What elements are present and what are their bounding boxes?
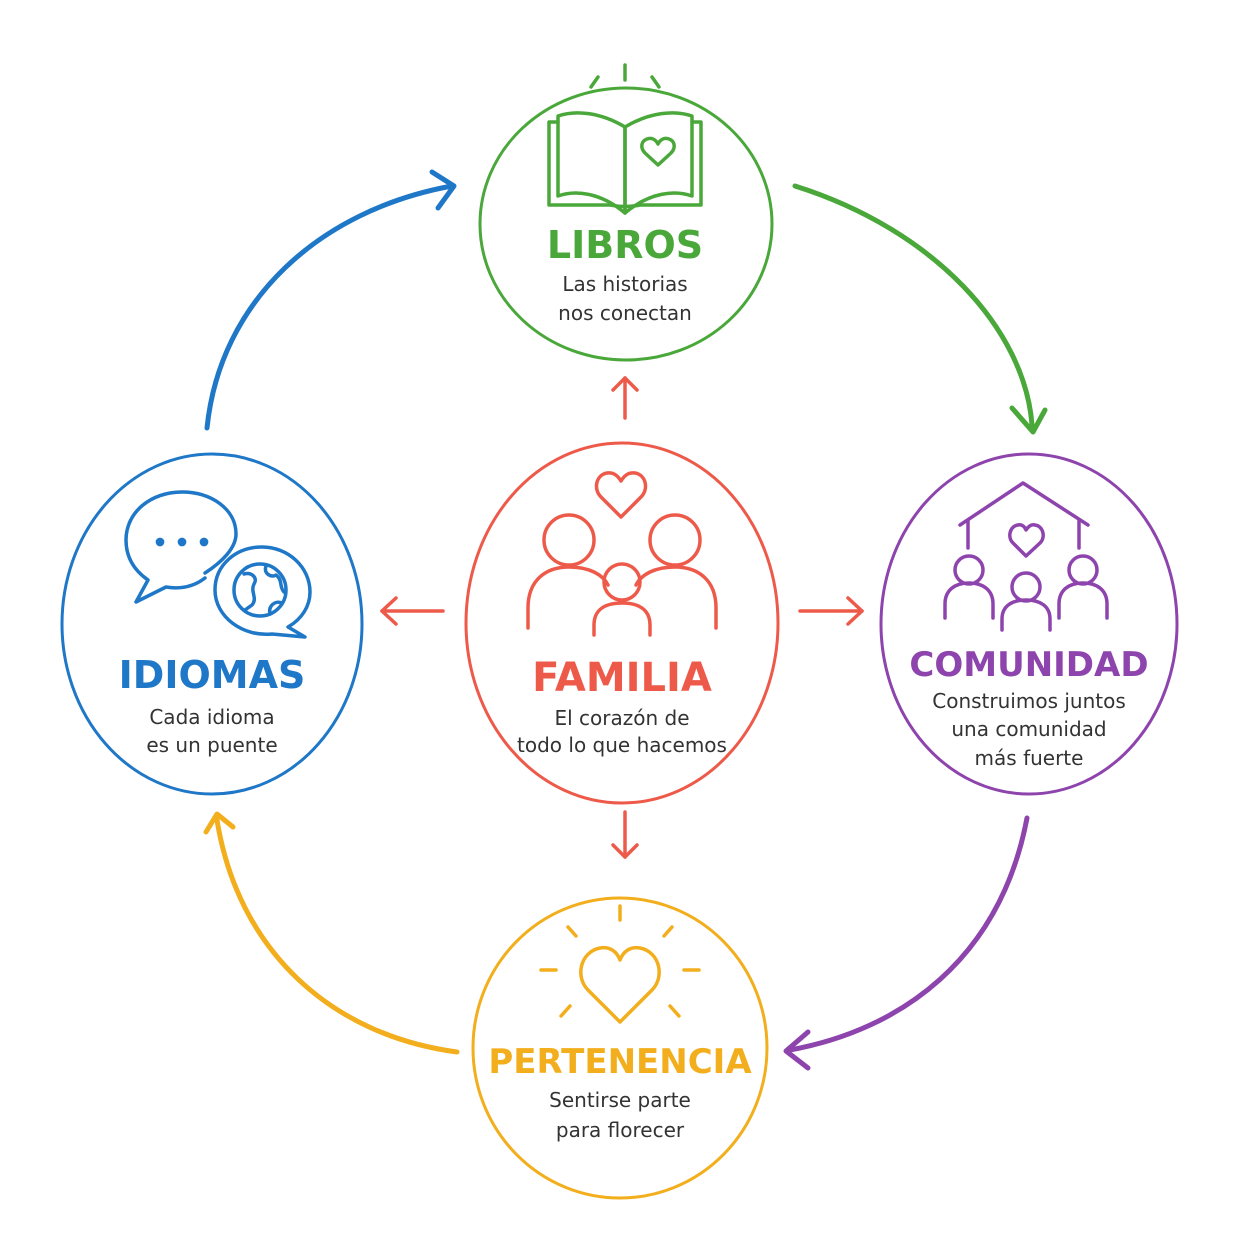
node-pertenencia-title: PERTENENCIA	[488, 1042, 752, 1082]
node-idiomas-title: IDIOMAS	[119, 653, 306, 697]
node-comunidad-line3: más fuerte	[975, 746, 1084, 770]
cycle-arrow-idiomas-to-libros	[204, 169, 457, 431]
speech-bubbles-globe-icon	[124, 490, 312, 639]
node-pertenencia: PERTENENCIA Sentirse parte para florecer	[471, 896, 769, 1200]
radiant-heart-icon	[539, 904, 701, 1024]
open-book-heart-icon	[547, 63, 703, 215]
node-libros-circle	[478, 86, 774, 362]
node-libros-line1: Las historias	[562, 272, 687, 296]
arrow-to-comunidad	[798, 596, 864, 626]
node-familia-line1: El corazón de	[554, 706, 689, 730]
node-libros-title: LIBROS	[547, 223, 703, 267]
node-idiomas-line1: Cada idioma	[149, 705, 274, 729]
family-heart-icon	[526, 471, 718, 637]
node-familia-line2: todo lo que hacemos	[517, 733, 727, 757]
node-familia-title: FAMILIA	[532, 655, 712, 701]
node-libros-line2: nos conectan	[558, 301, 692, 325]
cycle-arrow-comunidad-to-pertenencia	[783, 815, 1030, 1071]
node-comunidad-line1: Construimos juntos	[932, 689, 1126, 713]
node-familia: FAMILIA El corazón de todo lo que hacemo…	[464, 441, 780, 805]
node-pertenencia-line1: Sentirse parte	[549, 1088, 691, 1112]
node-familia-circle	[464, 441, 780, 805]
radial-arrows	[380, 376, 864, 859]
cycle-arrow-libros-to-comunidad	[792, 183, 1048, 435]
house-community-icon	[943, 481, 1109, 632]
node-pertenencia-circle	[471, 896, 769, 1200]
cycle-arrow-pertenencia-to-idiomas	[203, 811, 460, 1055]
node-idiomas: IDIOMAS Cada idioma es un puente	[60, 452, 364, 796]
node-comunidad-circle	[879, 452, 1179, 796]
arrow-to-idiomas	[380, 596, 445, 626]
arrow-to-pertenencia	[611, 810, 639, 859]
node-comunidad-title: COMUNIDAD	[909, 645, 1148, 685]
node-comunidad-line2: una comunidad	[951, 717, 1106, 741]
node-libros: LIBROS Las historias nos conectan	[478, 63, 774, 362]
arrow-to-libros	[611, 376, 639, 420]
node-pertenencia-line2: para florecer	[556, 1118, 685, 1142]
node-comunidad: COMUNIDAD Construimos juntos una comunid…	[879, 452, 1179, 796]
node-idiomas-line2: es un puente	[146, 733, 277, 757]
node-idiomas-circle	[60, 452, 364, 796]
